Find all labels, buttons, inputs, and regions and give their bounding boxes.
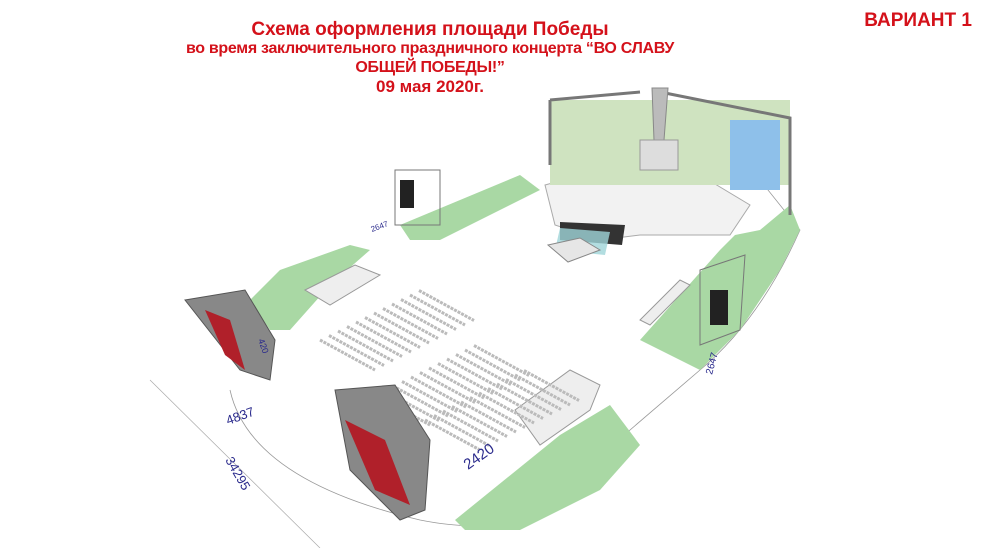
- seat-row: [392, 384, 449, 418]
- lawn-right-bottom: [455, 405, 640, 530]
- lawn-right-top: [640, 205, 800, 370]
- seat-row: [409, 293, 466, 327]
- variant-label: ВАРИАНТ 1: [864, 10, 972, 31]
- platform-left: [303, 264, 382, 306]
- seat-row: [446, 357, 503, 391]
- led-screen-left: [184, 289, 276, 381]
- backdrop-truss: [548, 90, 792, 215]
- title-line-2: во время заключительного праздничного ко…: [185, 40, 675, 76]
- seat-row: [460, 400, 517, 434]
- seat-row: [382, 307, 439, 340]
- seat-row: [328, 334, 385, 367]
- seat-row: [419, 371, 476, 404]
- seat-row: [337, 329, 394, 363]
- led-screen-bottom: [334, 384, 431, 521]
- dimension-2420: 2420: [461, 440, 498, 473]
- dimension-34295: 34295: [222, 454, 253, 493]
- audience-seating: [319, 289, 580, 452]
- platform-right: [639, 279, 691, 326]
- title-line-1: Схема оформления площади Победы: [251, 19, 609, 40]
- seat-row: [355, 320, 412, 354]
- seat-row: [523, 369, 580, 402]
- seat-row: [391, 302, 448, 336]
- seat-row: [319, 338, 376, 372]
- seat-row: [410, 375, 467, 409]
- dimension-4837: 4837: [224, 404, 256, 428]
- tower-right: [699, 254, 746, 346]
- seat-row: [428, 366, 485, 400]
- tower-top-left: [394, 169, 441, 226]
- seat-row: [424, 418, 481, 452]
- seat-row: [437, 362, 494, 395]
- seat-row: [364, 316, 421, 349]
- seat-row: [346, 325, 403, 358]
- seat-row: [487, 387, 544, 420]
- seat-row: [373, 311, 430, 345]
- diagram-title: Схема оформления площади Победы во время…: [160, 20, 700, 96]
- seat-row: [464, 348, 521, 382]
- seat-row: [418, 289, 475, 322]
- seat-row: [401, 380, 458, 413]
- lawn-top: [400, 175, 540, 240]
- monument-base: [639, 139, 679, 171]
- dimension-420: 420: [256, 337, 271, 355]
- dimension-line: [149, 379, 321, 548]
- seat-row: [514, 373, 571, 407]
- seat-row: [433, 414, 490, 447]
- seat-row: [442, 409, 499, 443]
- title-line-3: 09 мая 2020г.: [375, 77, 484, 96]
- seat-row: [478, 391, 535, 425]
- seat-row: [455, 353, 512, 386]
- dimension-2647-top: 2647: [370, 219, 390, 234]
- seat-row: [400, 298, 457, 331]
- seat-row: [469, 396, 526, 429]
- seat-row: [496, 382, 553, 416]
- seat-row: [505, 378, 562, 411]
- seat-row: [451, 405, 508, 438]
- backdrop-sky: [730, 120, 780, 190]
- seat-row: [473, 344, 530, 377]
- control-tent: [546, 237, 602, 263]
